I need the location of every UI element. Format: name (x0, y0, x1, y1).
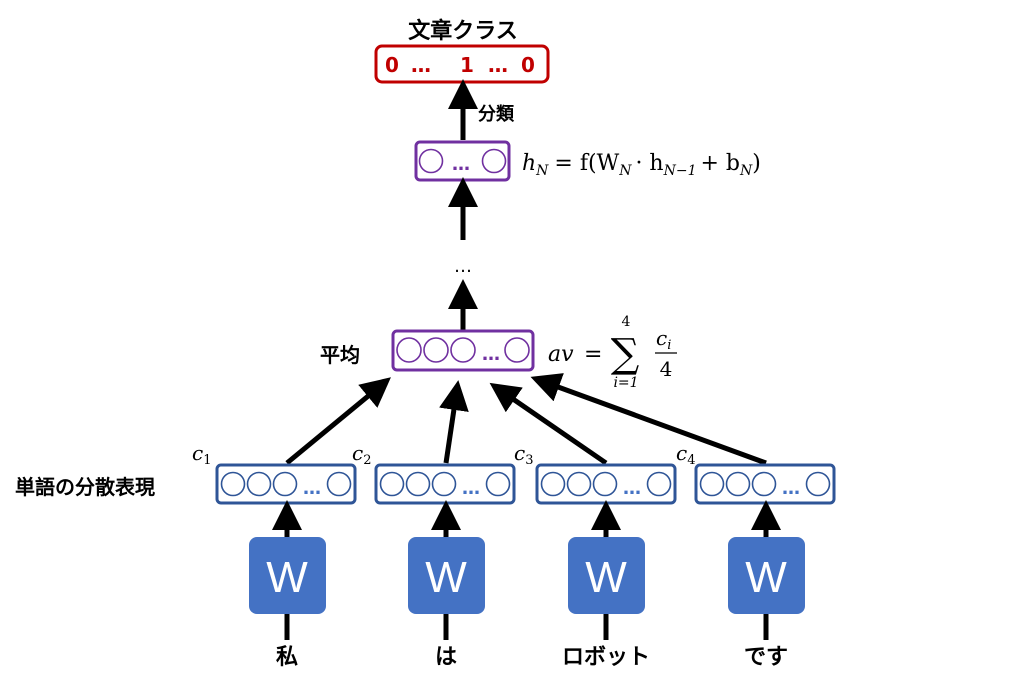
w-box (568, 537, 645, 614)
embedding-ellipsis: … (782, 478, 800, 499)
average-neuron (423, 337, 449, 363)
average-neuron (396, 337, 422, 363)
svg-text:c4: c4 (676, 441, 695, 468)
formula-hn-w-sub: N (618, 163, 632, 179)
embedding-neuron (326, 471, 352, 497)
embedding-neuron (379, 471, 405, 497)
formula-av-num-sub: i (667, 338, 671, 353)
formula-av-lower: i=1 (613, 375, 638, 391)
average-ellipsis: … (482, 344, 500, 365)
svg-text:c3: c3 (514, 441, 533, 468)
w-matrix-3: W (568, 537, 645, 614)
embedding-neuron (592, 471, 618, 497)
w-label: W (425, 553, 467, 602)
word-2: は (435, 645, 457, 670)
embedding-neuron (566, 471, 592, 497)
classify-label: 分類 (478, 104, 515, 125)
w-label: W (266, 553, 308, 602)
distributed-label: 単語の分散表現 (15, 475, 155, 499)
c-var-sub: 2 (363, 453, 371, 468)
vertical-ellipsis: … (454, 256, 472, 277)
hidden-ellipsis: … (452, 154, 470, 175)
hidden-neuron (481, 148, 507, 174)
output-value-0: 0 (385, 53, 399, 77)
arrow-embed-1 (285, 377, 391, 465)
embedding-neuron (405, 471, 431, 497)
embedding-vector-3: … (535, 463, 677, 505)
embedding-neuron (751, 471, 777, 497)
formula-hn-plus: + b (700, 151, 740, 176)
w-matrix-2: W (408, 537, 485, 614)
formula-hn-close: ) (752, 151, 761, 176)
formula-hn-b-sub: N (739, 163, 753, 179)
svg-text:ci: ci (656, 326, 671, 353)
word-1: 私 (276, 645, 298, 670)
embedding-neuron (540, 471, 566, 497)
w-box (249, 537, 326, 614)
formula-av: av = ∑ 4 i=1 ci 4 (548, 314, 677, 391)
c-var: c (352, 441, 363, 465)
w-box (408, 537, 485, 614)
output-title: 文章クラス (408, 18, 518, 44)
c-var: c (676, 441, 687, 465)
formula-hn-h-sub: N (535, 163, 549, 179)
embedding-vector-4: … (694, 463, 836, 505)
embedding-ellipsis: … (623, 478, 641, 499)
output-value-2: 0 (521, 53, 535, 77)
output-ellipsis-1: … (411, 53, 431, 77)
formula-av-sigma: ∑ (611, 331, 640, 377)
arrow-embed-4 (530, 373, 767, 466)
average-neuron (450, 337, 476, 363)
formula-av-den: 4 (660, 357, 673, 381)
embedding-neuron (699, 471, 725, 497)
embedding-ellipsis: … (462, 478, 480, 499)
average-neuron (504, 337, 530, 363)
embedding-neuron (725, 471, 751, 497)
arrow-embed-3 (489, 382, 608, 466)
svg-text:c1: c1 (192, 441, 211, 468)
w-label: W (585, 553, 627, 602)
c-var-sub: 4 (687, 453, 695, 468)
w-label: W (745, 553, 787, 602)
embedding-neuron (431, 471, 457, 497)
c-var: c (514, 441, 525, 465)
svg-text:hN= f(WN· hN−1+ bN): hN= f(WN· hN−1+ bN) (522, 151, 761, 179)
svg-text:c2: c2 (352, 441, 371, 468)
embedding-neuron (485, 471, 511, 497)
embedding-neuron (272, 471, 298, 497)
hidden-neuron (418, 148, 444, 174)
embedding-neuron (646, 471, 672, 497)
output-value-1: 1 (460, 53, 474, 77)
formula-hn-h: h (522, 151, 536, 176)
formula-hn: hN= f(WN· hN−1+ bN) (522, 151, 761, 179)
formula-hn-dot: · h (635, 151, 663, 176)
w-matrix-1: W (249, 537, 326, 614)
formula-hn-eq: = f(W (554, 151, 619, 176)
arrow-embed-2 (439, 380, 469, 464)
formula-av-upper: 4 (622, 314, 631, 330)
output-ellipsis-2: … (488, 53, 508, 77)
embedding-vector-1: … (215, 463, 357, 505)
embedding-neuron (220, 471, 246, 497)
w-matrix-4: W (728, 537, 805, 614)
word-3: ロボット (562, 645, 650, 670)
word-4: です (744, 645, 788, 670)
w-box (728, 537, 805, 614)
formula-hn-h2-sub: N−1 (663, 163, 697, 179)
average-label: 平均 (320, 343, 360, 367)
embedding-neuron (246, 471, 272, 497)
formula-av-lhs: av (548, 342, 574, 367)
embedding-ellipsis: … (303, 478, 321, 499)
c-var-sub: 1 (203, 453, 211, 468)
formula-av-eq: = (584, 342, 602, 367)
embedding-vector-2: … (374, 463, 516, 505)
embedding-neuron (805, 471, 831, 497)
formula-av-num: c (656, 326, 667, 350)
c-var: c (192, 441, 203, 465)
c-var-sub: 3 (525, 453, 533, 468)
